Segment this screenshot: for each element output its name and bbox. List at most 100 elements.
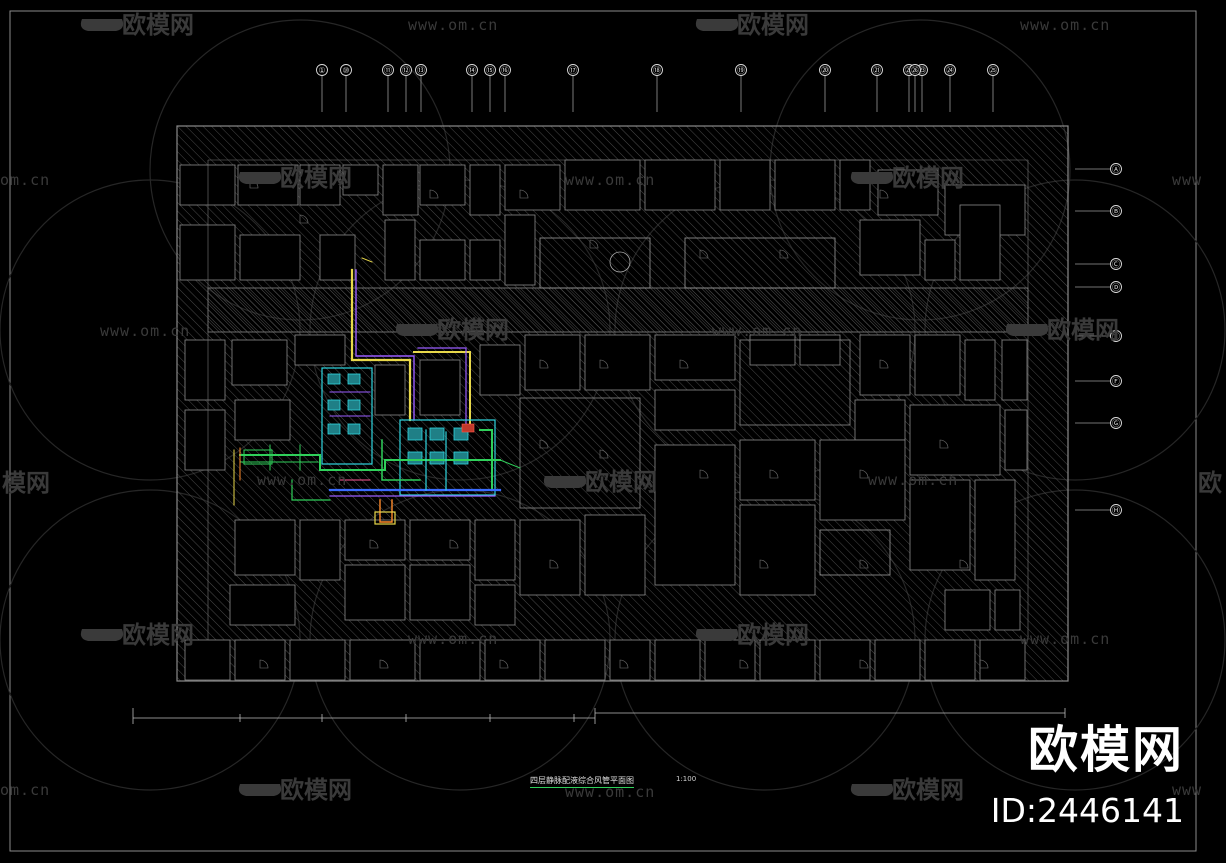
watermark-url-text: www (1172, 171, 1202, 189)
grid-axis-label: Ⓒ (1112, 260, 1120, 269)
door-swing (879, 189, 889, 199)
equipment-block-west (321, 367, 373, 465)
grid-axis-label: ㉔ (946, 66, 954, 75)
grid-axis-bubble (651, 64, 663, 76)
grid-axis-label: Ⓓ (1112, 283, 1120, 292)
room (234, 519, 296, 576)
grid-axis-bubble (1110, 504, 1122, 516)
watermark-logo-text: 欧模网 (122, 621, 194, 649)
grid-axis-label: Ⓖ (1112, 419, 1120, 428)
grid-axis-bubble (871, 64, 883, 76)
grid-axis-label: Ⓗ (1112, 506, 1120, 515)
watermark-logo-text: 模网 (2, 469, 50, 497)
hvac-duct-network (233, 257, 521, 525)
watermark-url-text: om.cn (0, 171, 50, 189)
room (1001, 339, 1028, 401)
room (979, 639, 1026, 681)
door-swing (879, 359, 889, 369)
watermark-url-text: www.om.cn (868, 471, 958, 489)
drawing-scale: 1:100 (676, 775, 697, 783)
room (1004, 409, 1028, 471)
room (974, 479, 1016, 581)
grid-axis-bubble (1110, 330, 1122, 342)
watermark-url-text: om.cn (0, 781, 50, 799)
door-swing (499, 659, 509, 669)
grid-axis-label: ⑩ (342, 66, 349, 75)
watermark-sofa-icon (395, 324, 439, 336)
door-swing (959, 559, 969, 569)
watermark-logo-text: 欧模网 (892, 776, 964, 804)
grid-axis-bubble (735, 64, 747, 76)
watermark-sofa-icon (80, 629, 124, 641)
door-swing (589, 239, 599, 249)
grid-axis-label: ㉓ (918, 66, 926, 75)
room (854, 399, 906, 441)
watermark-sofa-icon (695, 629, 739, 641)
rooms-middle-band (184, 334, 1028, 476)
room (184, 409, 226, 471)
grid-axis-bubble (1110, 258, 1122, 270)
room (234, 399, 291, 441)
door-swing (739, 659, 749, 669)
room (294, 334, 346, 366)
room (654, 444, 736, 586)
grid-axis-bubble (499, 64, 511, 76)
room (819, 439, 906, 521)
room (609, 639, 651, 681)
room (384, 219, 416, 281)
room (184, 639, 231, 681)
room (914, 334, 961, 396)
room (419, 164, 466, 206)
watermark-url-text: www.om.cn (1020, 630, 1110, 648)
grid-axis-bubble (1110, 375, 1122, 387)
grid-axis-bubble (909, 64, 921, 76)
grid-axis-label: ① (318, 66, 325, 75)
grid-axis-bubble (1110, 163, 1122, 175)
watermark-sofa-icon (1005, 324, 1049, 336)
watermark-logo-text: 欧模网 (1047, 316, 1119, 344)
grid-axis-label: ⑬ (417, 66, 425, 75)
watermark-logo-text: 欧模网 (280, 164, 352, 192)
grid-axis-bubble (567, 64, 579, 76)
room (739, 504, 816, 596)
grid-axis-label: ⑱ (653, 66, 661, 75)
room (237, 164, 299, 206)
grid-axis-label: ⑫ (402, 66, 410, 75)
grid-axis-bubble (340, 64, 352, 76)
grid-axis-label: ⑪ (384, 66, 392, 75)
room (759, 639, 816, 681)
duct-supply-green (239, 454, 501, 471)
door-swing (699, 469, 709, 479)
room (179, 224, 236, 281)
room (719, 159, 771, 211)
door-swing (699, 249, 709, 259)
room (994, 589, 1021, 631)
grid-axis-label: ⑳ (821, 66, 829, 75)
room (654, 389, 736, 431)
watermark-logo-text: 欧模网 (122, 11, 194, 39)
watermark-sofa-icon (695, 19, 739, 31)
watermark-logo-text: 欧模网 (585, 468, 657, 496)
room (944, 589, 991, 631)
watermark-sofa-icon (543, 476, 587, 488)
brand-id-text: ID:2446141 (990, 791, 1184, 830)
door-swing (759, 559, 769, 569)
room (924, 639, 976, 681)
room (344, 564, 406, 621)
watermark-logo-text: 欧模网 (280, 776, 352, 804)
room (959, 204, 1001, 281)
grid-axis-bubble (382, 64, 394, 76)
door-swing (979, 659, 989, 669)
room (319, 234, 356, 281)
door-swing (519, 189, 529, 199)
duct-main-riser (350, 268, 412, 422)
watermark-logo-text: 欧模网 (737, 621, 809, 649)
room (584, 334, 651, 391)
watermark-sofa-icon (238, 172, 282, 184)
door-swing (369, 539, 379, 549)
room (289, 639, 346, 681)
door-swing (859, 659, 869, 669)
grid-axis-bubble (1110, 205, 1122, 217)
